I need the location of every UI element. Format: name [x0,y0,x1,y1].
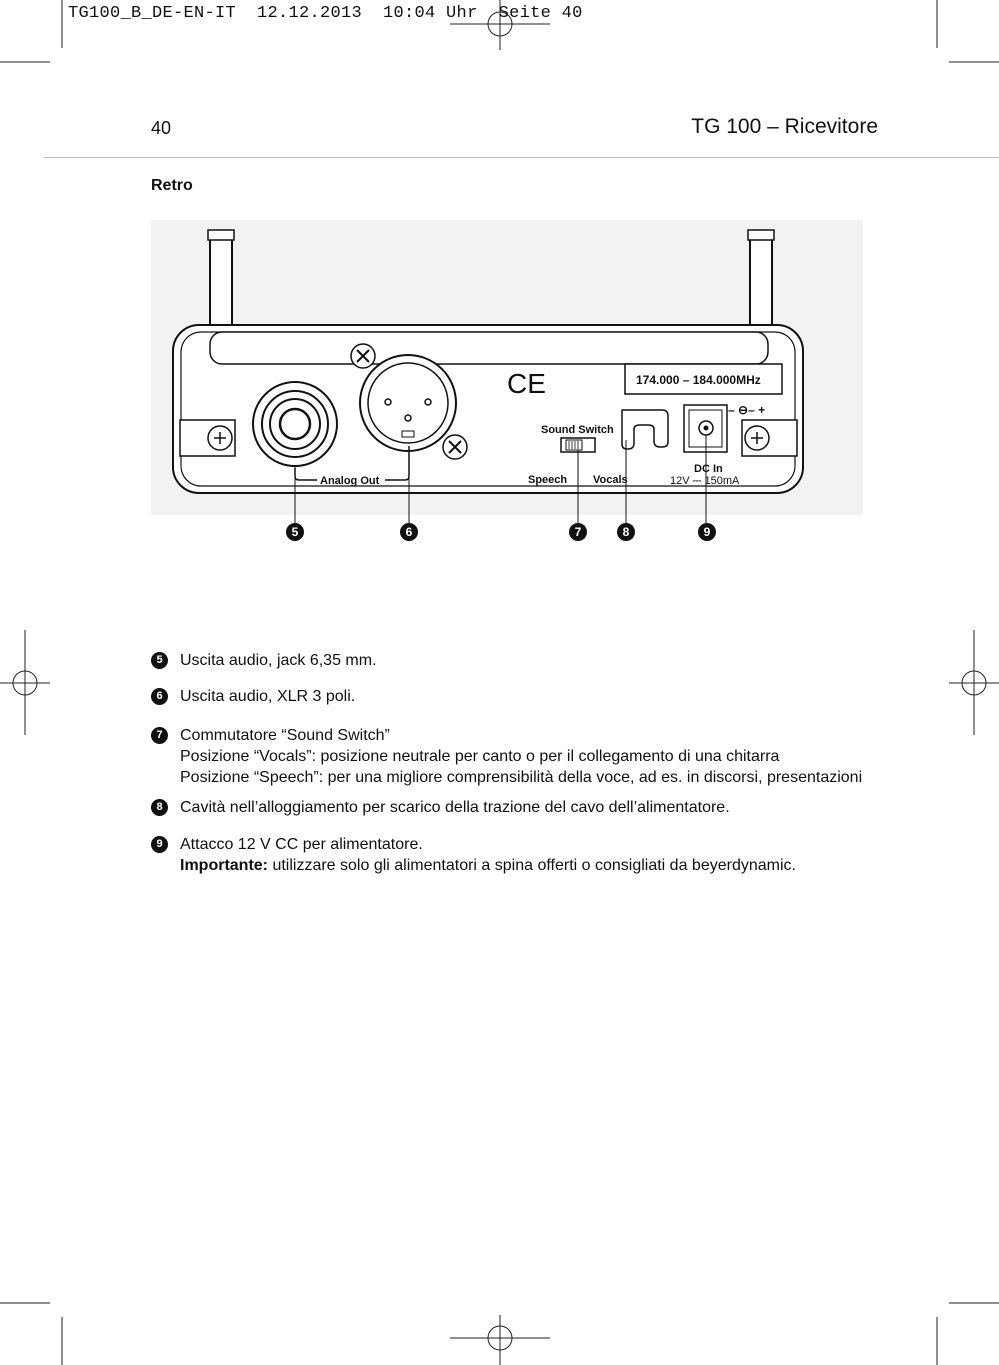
polarity-label: – ⊖– + [728,403,765,417]
ce-mark-icon: CE [507,368,546,399]
callout-5: 5 [286,523,304,541]
power-spec-label: 12V ⎓ 150mA [670,475,740,487]
running-head: TG 100 – Ricevitore [691,115,878,138]
item-text: Cavità nell’alloggiamento per scarico de… [180,799,730,816]
frequency-label: 174.000 – 184.000MHz [636,373,761,387]
list-item: 8 Cavità nell’alloggiamento per scarico … [151,797,730,818]
antenna-right-icon [747,229,775,333]
mount-left-icon [179,419,236,457]
speech-label: Speech [528,474,567,486]
item-number: 7 [151,727,168,744]
list-item: 9 Attacco 12 V CC per alimentatore. Impo… [151,834,796,876]
sound-switch-icon [560,437,596,453]
item-text: Posizione “Vocals”: posizione neutrale p… [180,748,780,765]
callout-6: 6 [400,523,418,541]
strain-relief-icon [621,409,669,450]
section-title: Retro [151,177,193,194]
callout-7: 7 [569,523,587,541]
important-text: utilizzare solo gli alimentatori a spina… [268,857,796,874]
sound-switch-label: Sound Switch [541,424,614,436]
print-slug: TG100_B_DE-EN-IT 12.12.2013 10:04 Uhr Se… [68,4,583,23]
important-note: Importante: utilizzare solo gli alimenta… [180,855,796,876]
important-label: Importante: [180,857,268,874]
list-item: 5 Uscita audio, jack 6,35 mm. [151,650,377,671]
list-item: 7 Commutatore “Sound Switch” Posizione “… [151,725,862,788]
page-number: 40 [151,118,172,138]
header-rule [44,157,999,158]
item-text: Attacco 12 V CC per alimentatore. [180,836,423,853]
item-number: 6 [151,688,168,705]
item-text: Uscita audio, XLR 3 poli. [180,688,356,705]
item-text: Commutatore “Sound Switch” [180,727,390,744]
item-number: 5 [151,652,168,669]
xlr-socket-icon [350,343,468,460]
item-text: Posizione “Speech”: per una migliore com… [180,769,863,786]
callout-9: 9 [698,523,716,541]
analog-out-label: Analog Out [320,475,380,487]
mount-right-icon [741,419,798,457]
dc-in-label: DC In [694,463,723,475]
callout-8: 8 [617,523,635,541]
item-number: 8 [151,799,168,816]
jack-socket-icon [252,381,338,467]
list-item: 6 Uscita audio, XLR 3 poli. [151,686,355,707]
antenna-left-icon [207,229,235,333]
vocals-label: Vocals [593,474,628,486]
item-number: 9 [151,836,168,853]
item-text: Uscita audio, jack 6,35 mm. [180,652,377,669]
